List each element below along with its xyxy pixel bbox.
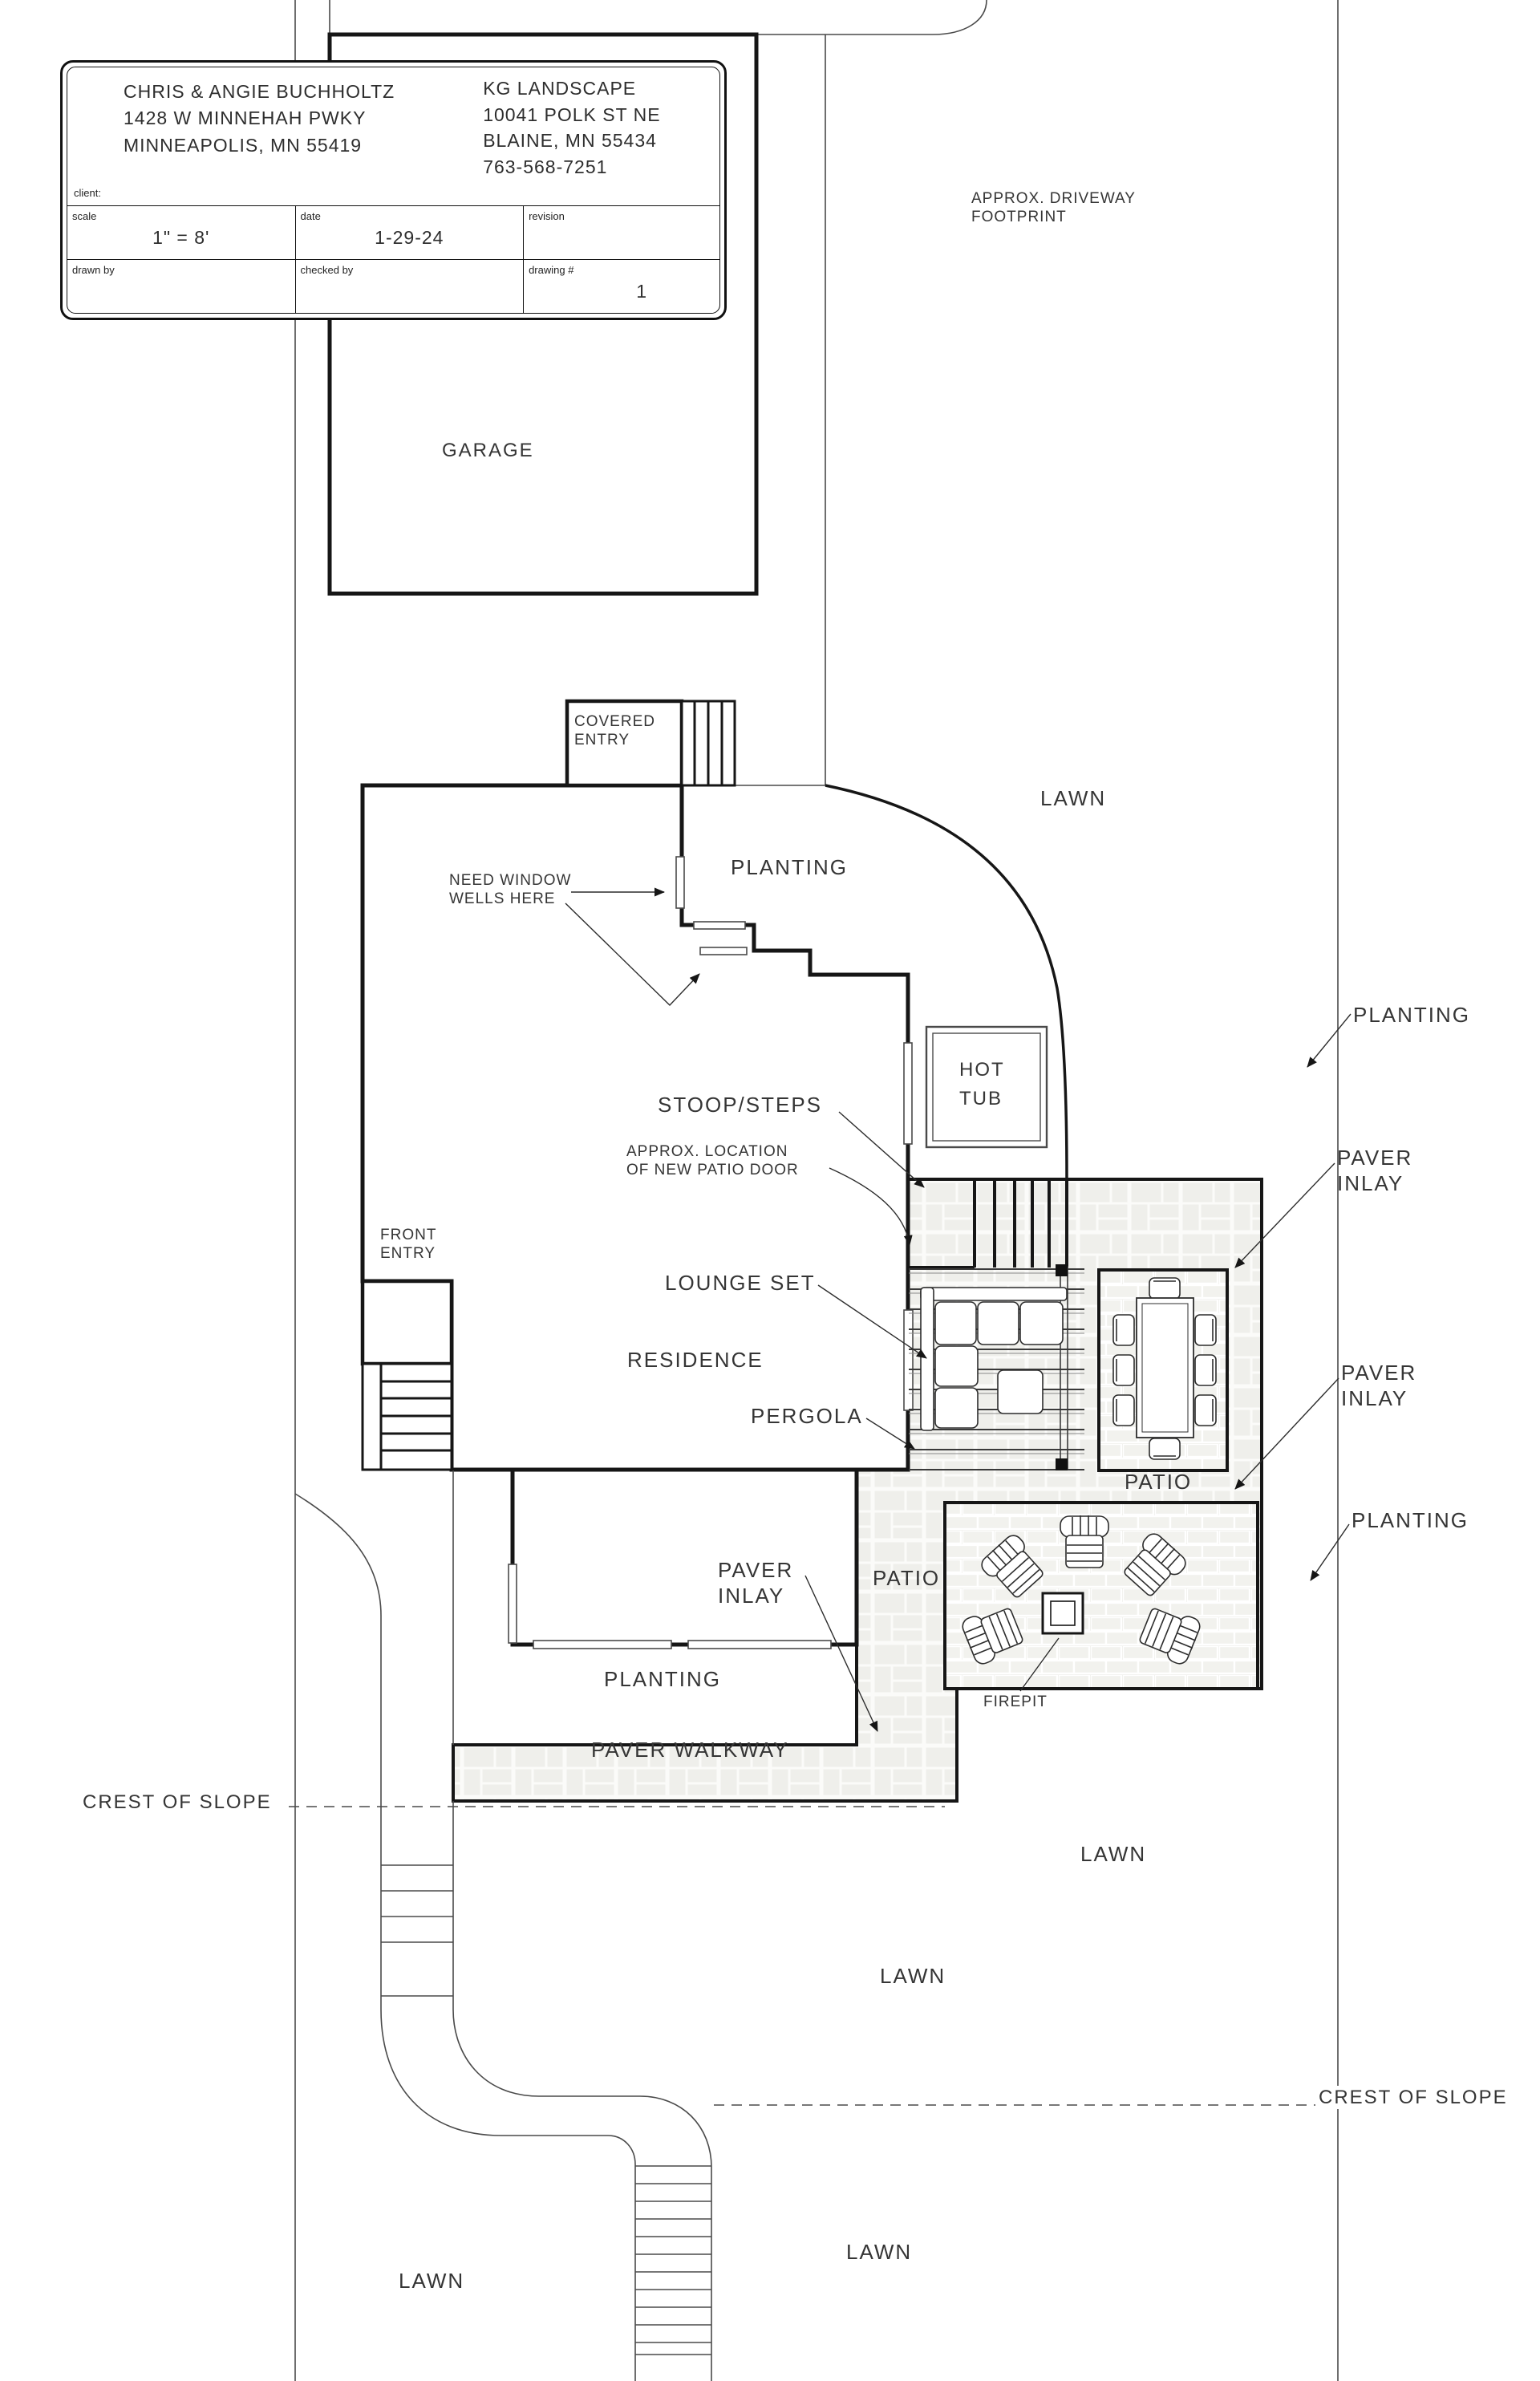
client-cell: CHRIS & ANGIE BUCHHOLTZ 1428 W MINNEHAH … [67, 67, 478, 205]
label-need-window-wells: NEED WINDOW WELLS HERE [449, 872, 572, 908]
label-garage: GARAGE [442, 440, 534, 461]
south-wing-outline [510, 1467, 859, 1647]
label-residence: RESIDENCE [627, 1348, 764, 1372]
label-pergola: PERGOLA [751, 1404, 863, 1428]
covered-entry-outline [565, 699, 684, 788]
firm-address: KG LANDSCAPE 10041 POLK ST NE BLAINE, MN… [483, 78, 661, 177]
label-lawn-b: LAWN [1080, 1842, 1147, 1866]
lounge-set [920, 1287, 1068, 1431]
client-address: CHRIS & ANGIE BUCHHOLTZ 1428 W MINNEHAH … [124, 81, 395, 156]
front-walkway [294, 1470, 712, 2381]
date-tag: date [300, 210, 321, 222]
hot-tub [925, 1025, 1048, 1149]
label-lounge-set: LOUNGE SET [665, 1271, 816, 1295]
covered-entry-steps [680, 700, 736, 787]
annotation-leaders [565, 887, 1352, 1732]
title-block-client-row: CHRIS & ANGIE BUCHHOLTZ 1428 W MINNEHAH … [67, 67, 719, 206]
label-driveway-footprint: APPROX. DRIVEWAY FOOTPRINT [971, 190, 1136, 226]
driveway-outline [329, 0, 987, 785]
label-paver-inlay-1: PAVER INLAY [1337, 1146, 1413, 1195]
firepit-square [1041, 1592, 1084, 1635]
label-paver-inlay-center: PAVER INLAY [718, 1558, 794, 1608]
label-lawn-d: LAWN [399, 2269, 465, 2293]
label-firepit: FIREPIT [983, 1693, 1048, 1710]
label-crest-of-slope-1: CREST OF SLOPE [83, 1791, 272, 1813]
title-block: CHRIS & ANGIE BUCHHOLTZ 1428 W MINNEHAH … [60, 60, 727, 320]
windows [508, 856, 914, 1649]
firepit-area [958, 1515, 1204, 1668]
label-lawn-c: LAWN [880, 1964, 946, 1988]
scale-tag: scale [72, 210, 97, 222]
revision-tag: revision [529, 210, 565, 222]
label-paver-walkway: PAVER WALKWAY [591, 1738, 789, 1762]
patio-steps [908, 1179, 1068, 1269]
label-planting-bottom: PLANTING [604, 1667, 722, 1691]
label-lawn-upper: LAWN [1040, 786, 1107, 810]
label-front-entry: FRONT ENTRY [380, 1227, 437, 1263]
label-lawn-e: LAWN [846, 2240, 913, 2264]
date-value: 1-29-24 [375, 227, 444, 248]
label-planting-right-2: PLANTING [1352, 1508, 1469, 1532]
drawing-no-cell: drawing # 1 [524, 260, 719, 313]
label-stoop-steps: STOOP/STEPS [658, 1093, 823, 1117]
checked-by-cell: checked by [296, 260, 525, 313]
label-paver-inlay-2: PAVER INLAY [1341, 1361, 1417, 1410]
drawn-by-tag: drawn by [72, 264, 115, 276]
label-planting-right-1: PLANTING [1353, 1003, 1471, 1027]
drawing-no-value: 1 [636, 281, 647, 302]
label-covered-entry: COVERED ENTRY [574, 713, 655, 749]
scale-cell: scale 1" = 8' [67, 206, 296, 259]
planting-bed-curve [825, 784, 1068, 1180]
dining-set [1112, 1277, 1217, 1460]
scale-value: 1" = 8' [152, 227, 210, 248]
title-block-inner: CHRIS & ANGIE BUCHHOLTZ 1428 W MINNEHAH … [67, 67, 720, 314]
client-tag: client: [74, 187, 101, 199]
title-block-row-3: drawn by checked by drawing # 1 [67, 260, 719, 313]
label-patio-right: PATIO [1125, 1470, 1193, 1494]
revision-cell: revision [524, 206, 719, 259]
front-entry-stoop [360, 1279, 454, 1366]
checked-by-tag: checked by [300, 264, 354, 276]
drawn-by-cell: drawn by [67, 260, 296, 313]
label-patio-left: PATIO [873, 1566, 941, 1590]
date-cell: date 1-29-24 [296, 206, 525, 259]
label-crest-of-slope-2: CREST OF SLOPE [1319, 2086, 1508, 2110]
firm-cell: KG LANDSCAPE 10041 POLK ST NE BLAINE, MN… [478, 67, 719, 205]
drawing-no-tag: drawing # [529, 264, 574, 276]
label-hot-tub: HOT TUB [959, 1059, 1005, 1109]
label-planting-top: PLANTING [731, 855, 849, 879]
title-block-row-2: scale 1" = 8' date 1-29-24 revision [67, 206, 719, 260]
label-patio-door: APPROX. LOCATION OF NEW PATIO DOOR [626, 1143, 799, 1179]
front-entry-steps [361, 1362, 453, 1471]
